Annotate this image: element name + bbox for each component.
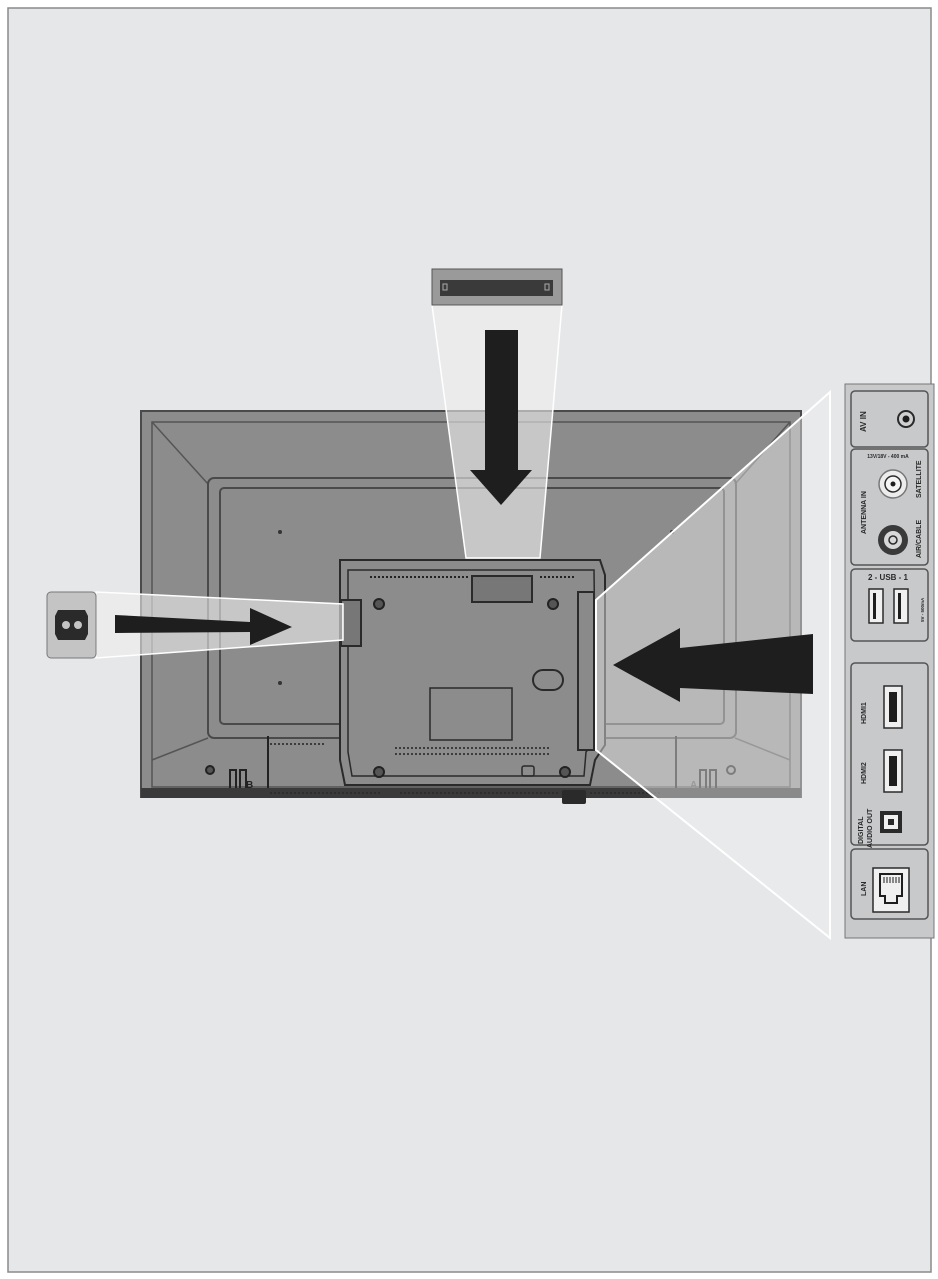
panel-section-usb [850, 568, 929, 642]
power-inlet [46, 591, 97, 659]
arrow-down-icon [470, 330, 532, 505]
air-cable-connector-icon [878, 525, 908, 555]
panel-section-hdmi [850, 662, 929, 846]
kensington-slot [521, 765, 535, 777]
av-in-label: AV IN [859, 411, 868, 432]
antenna-in-label: ANTENNA IN [861, 491, 868, 534]
stand-slots [229, 736, 717, 788]
module-screws [205, 598, 736, 778]
hdmi1-port-icon [883, 685, 903, 729]
usb-port-2-icon [868, 588, 884, 624]
arrow-left-icon [613, 628, 813, 702]
panel-section-antenna [850, 448, 929, 566]
air-cable-label: AIR/CABLE [916, 520, 923, 558]
panel-section-av [850, 390, 929, 448]
av-in-jack-center [902, 415, 910, 423]
tv-bottom-strip [141, 788, 801, 798]
usb-power-label: 5V - 500mA [920, 597, 925, 622]
stand-marker-b: B [246, 780, 253, 791]
stand-marker-a: A [690, 780, 697, 791]
satellite-label: SATELLITE [916, 460, 923, 498]
screw-hole [278, 681, 282, 685]
lnb-power-label: 13V/18V - 400 mA [867, 454, 909, 460]
digital-audio-out-port-icon [880, 811, 902, 833]
module-slot [532, 669, 564, 691]
hdmi2-port-icon [883, 749, 903, 793]
tv-control-button [562, 790, 586, 804]
panel-section-lan [850, 848, 929, 920]
usb-label: 2 - USB - 1 [868, 573, 909, 582]
tv-bevel [151, 421, 791, 788]
tv-rear-module [339, 559, 606, 786]
arrow-right-icon [115, 608, 292, 645]
screw-hole [278, 530, 282, 534]
tv-bevel-line [151, 421, 209, 485]
module-bottom-vents [270, 743, 550, 755]
hdmi1-label: HDMI1 [861, 702, 868, 724]
module-power-socket [340, 599, 362, 647]
lan-port-icon [872, 867, 910, 913]
module-top-bracket [471, 575, 533, 603]
tv-bevel-line [151, 737, 209, 761]
tv-bevel-line [734, 737, 791, 761]
usb-port-1-icon [893, 588, 909, 624]
hdmi2-label: HDMI2 [861, 762, 868, 784]
module-side-port-strip [577, 591, 595, 751]
lan-label: LAN [861, 882, 868, 896]
satellite-connector-icon [878, 469, 908, 499]
digital-audio-label-line1: DIGITAL [858, 816, 865, 844]
digital-audio-label-line2: AUDIO OUT [867, 808, 874, 848]
ci-slot [431, 268, 563, 306]
connector-panel: AV IN 13V/18V - 400 mA ANTENNA IN SATELL… [844, 383, 935, 939]
module-label-area [429, 687, 513, 741]
